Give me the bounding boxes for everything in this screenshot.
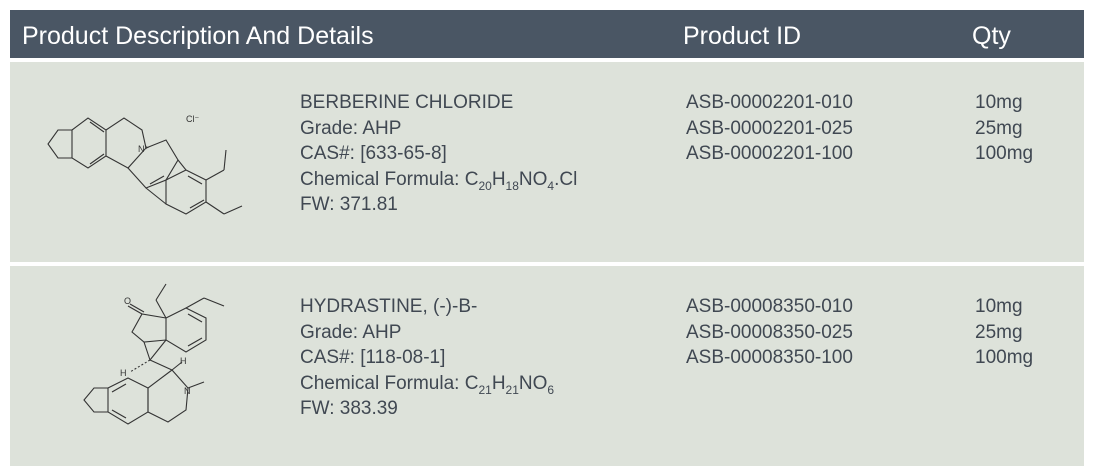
product-id: ASB-00008350-010 bbox=[686, 296, 853, 317]
hydrogen-label: H bbox=[180, 356, 187, 366]
product-id: ASB-00002201-100 bbox=[686, 143, 853, 164]
product-qty: 25mg bbox=[975, 117, 1023, 139]
product-formula: Chemical Formula: C20H18NO4.Cl bbox=[300, 168, 578, 193]
product-qtys: 10mg 25mg 100mg bbox=[975, 90, 1033, 167]
product-formula: Chemical Formula: C21H21NO6 bbox=[300, 372, 555, 397]
product-grade: Grade: AHP bbox=[300, 321, 402, 343]
nitrogen-label: N bbox=[184, 386, 191, 396]
berberine-structure-image: Cl⁻ N⁺ bbox=[20, 72, 290, 252]
product-details: HYDRASTINE, (-)-B- Grade: AHP CAS#: [118… bbox=[300, 294, 554, 422]
product-qtys: 10mg 25mg 100mg bbox=[975, 294, 1033, 371]
header-description: Product Description And Details bbox=[22, 22, 374, 50]
hydrogen-label: H bbox=[120, 368, 127, 378]
header-qty: Qty bbox=[972, 22, 1011, 50]
product-id: ASB-00002201-010 bbox=[686, 92, 853, 113]
product-fw: FW: 383.39 bbox=[300, 398, 398, 419]
product-qty: 10mg bbox=[975, 296, 1023, 317]
product-ids: ASB-00008350-010 ASB-00008350-025 ASB-00… bbox=[686, 294, 853, 371]
product-id: ASB-00002201-025 bbox=[686, 117, 853, 139]
chloride-ion-label: Cl⁻ bbox=[186, 114, 199, 124]
product-name: HYDRASTINE, (-)-B- bbox=[300, 296, 478, 317]
n-plus-label: N⁺ bbox=[138, 144, 149, 154]
oxygen-label: O bbox=[124, 296, 131, 306]
header-product-id: Product ID bbox=[683, 22, 802, 50]
product-qty: 25mg bbox=[975, 321, 1023, 343]
hydrastine-structure-image: O N H H bbox=[20, 276, 290, 456]
product-qty: 100mg bbox=[975, 143, 1034, 164]
product-cas: CAS#: [633-65-8] bbox=[300, 143, 447, 164]
product-qty: 100mg bbox=[975, 347, 1034, 368]
product-id: ASB-00008350-025 bbox=[686, 321, 853, 343]
product-ids: ASB-00002201-010 ASB-00002201-025 ASB-00… bbox=[686, 90, 853, 167]
product-cas: CAS#: [118-08-1] bbox=[300, 347, 446, 368]
product-table: Product Description And Details Product … bbox=[10, 10, 1084, 466]
product-qty: 10mg bbox=[975, 92, 1023, 113]
product-name: BERBERINE CHLORIDE bbox=[300, 92, 514, 113]
product-id: ASB-00008350-100 bbox=[686, 347, 853, 368]
product-row-berberine: Cl⁻ N⁺ BERBERINE CHLORIDE Grade: AHP CAS… bbox=[10, 62, 1084, 262]
product-row-hydrastine: O N H H HYDRASTINE, (-)-B- Grade: AHP CA… bbox=[10, 266, 1084, 466]
product-fw: FW: 371.81 bbox=[300, 194, 398, 215]
product-grade: Grade: AHP bbox=[300, 117, 402, 139]
product-details: BERBERINE CHLORIDE Grade: AHP CAS#: [633… bbox=[300, 90, 577, 218]
table-header: Product Description And Details Product … bbox=[10, 10, 1084, 58]
